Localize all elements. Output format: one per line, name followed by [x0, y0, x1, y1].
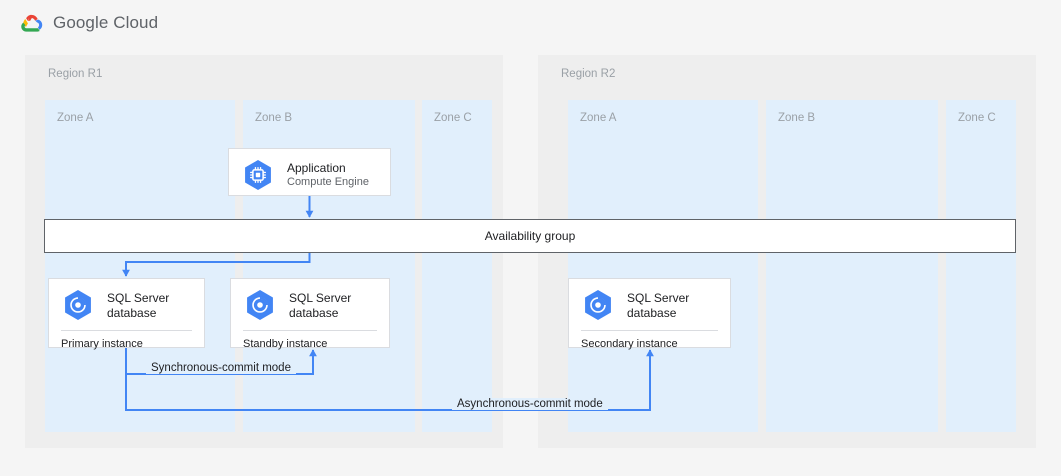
brand-google: Google — [53, 13, 109, 32]
node-application[interactable]: Application Compute Engine — [228, 148, 391, 196]
edge-label-synchronous-commit: Synchronous-commit mode — [146, 362, 296, 374]
node-primary-title: SQL Server — [107, 290, 170, 305]
node-standby-content: SQL Server database — [231, 279, 389, 330]
node-secondary-instance[interactable]: SQL Server database Secondary instance — [568, 278, 731, 350]
node-primary-instance[interactable]: SQL Server database Primary instance — [48, 278, 205, 350]
node-secondary-title: SQL Server — [627, 290, 690, 305]
edge-label-asynchronous-commit: Asynchronous-commit mode — [452, 398, 608, 410]
sql-server-database-icon — [585, 290, 611, 320]
region-r2-label: Region R2 — [561, 68, 616, 80]
region-r1-label: Region R1 — [48, 68, 103, 80]
zone-r1-b-label: Zone B — [255, 112, 293, 124]
zone-r1-a: Zone A — [45, 100, 235, 432]
zone-r2-a: Zone A — [568, 100, 758, 432]
node-application-titles: Application Compute Engine — [287, 161, 369, 189]
sql-server-database-icon — [65, 290, 91, 320]
node-standby-title2: database — [289, 305, 339, 320]
node-secondary-titles: SQL Server database — [627, 291, 689, 320]
node-standby-footer: Standby instance — [243, 338, 328, 350]
zone-r2-a-label: Zone A — [580, 112, 617, 124]
compute-engine-icon — [245, 160, 271, 190]
node-primary-footer: Primary instance — [61, 338, 143, 350]
brand-text: Google Cloud — [53, 13, 158, 33]
node-standby-titles: SQL Server database — [289, 291, 351, 320]
zone-r1-c: Zone C — [422, 100, 492, 432]
node-application-subtitle: Compute Engine — [287, 176, 369, 188]
node-application-title: Application — [287, 161, 346, 175]
node-primary-title2: database — [107, 305, 157, 320]
node-secondary-footer: Secondary instance — [581, 338, 678, 350]
availability-group-bar: Availability group — [44, 219, 1016, 253]
node-primary-titles: SQL Server database — [107, 291, 169, 320]
node-standby-divider — [243, 330, 377, 331]
availability-group-label: Availability group — [484, 229, 576, 243]
node-secondary-content: SQL Server database — [569, 279, 730, 330]
node-primary-divider — [61, 330, 192, 331]
zone-r1-c-label: Zone C — [434, 112, 472, 124]
node-application-content: Application Compute Engine — [229, 149, 390, 200]
zone-r2-c: Zone C — [946, 100, 1016, 432]
brand-cloud: Cloud — [113, 13, 159, 32]
google-cloud-logo-icon — [21, 14, 43, 32]
node-secondary-title2: database — [627, 305, 677, 320]
page-header: Google Cloud — [0, 0, 1061, 46]
zone-r1-a-label: Zone A — [57, 112, 94, 124]
sql-server-database-icon — [247, 290, 273, 320]
node-primary-content: SQL Server database — [49, 279, 204, 330]
zone-r2-c-label: Zone C — [958, 112, 996, 124]
node-standby-instance[interactable]: SQL Server database Standby instance — [230, 278, 390, 350]
brand: Google Cloud — [18, 10, 158, 36]
node-secondary-divider — [581, 330, 718, 331]
zone-r2-b-label: Zone B — [778, 112, 816, 124]
zone-r2-b: Zone B — [766, 100, 938, 432]
node-standby-title: SQL Server — [289, 290, 352, 305]
